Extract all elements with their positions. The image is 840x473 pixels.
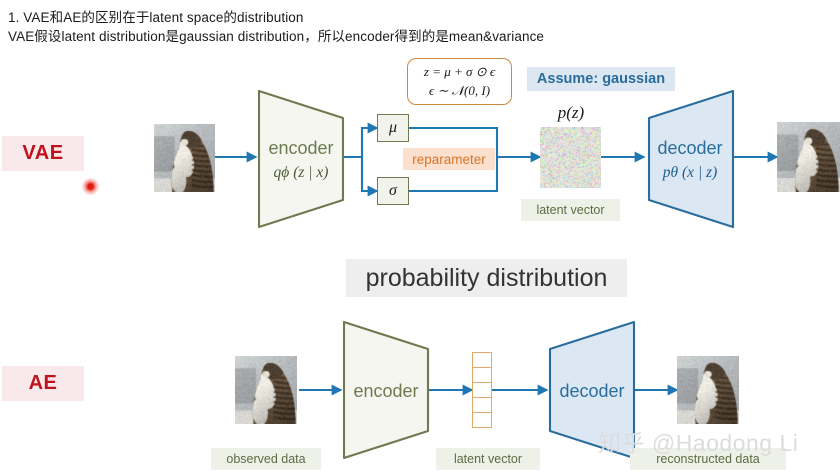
ae-output-image [677,356,739,424]
vae-mu-box: μ [377,114,409,142]
vae-encoder-shape: encoder qϕ (z | x) [256,88,346,230]
vae-output-image [777,122,840,192]
ae-encoder-shape: encoder [341,319,431,461]
callout-line-2: ϵ ∼ 𝒩(0, I) [429,83,490,99]
latent-cell [472,352,492,368]
ae-observed-data-label: observed data [211,448,321,470]
callout-line-1: z = μ + σ ⊙ ϵ [424,64,495,80]
vae-pz-caption: p(z) [540,103,602,123]
latent-cell [472,397,492,413]
vae-sigma-box: σ [377,177,409,205]
ae-input-image [235,356,297,424]
latent-cell [472,412,492,428]
vae-latent-noise-image [540,127,601,188]
watermark: 知乎 @Haodong Li [598,424,798,458]
latent-cell [472,367,492,383]
ae-latent-vector-cells [472,352,492,428]
ae-latent-vector-label: latent vector [436,448,540,470]
probability-distribution-banner: probability distribution [346,259,627,297]
vae-reparameterization-callout: z = μ + σ ⊙ ϵ ϵ ∼ 𝒩(0, I) [407,58,512,105]
vae-latent-vector-label: latent vector [521,199,620,221]
vae-decoder-shape: decoder pθ (x | z) [644,88,736,230]
latent-cell [472,382,492,398]
vae-reparameter-label: reparameter [403,148,495,170]
vae-input-image [154,124,215,192]
